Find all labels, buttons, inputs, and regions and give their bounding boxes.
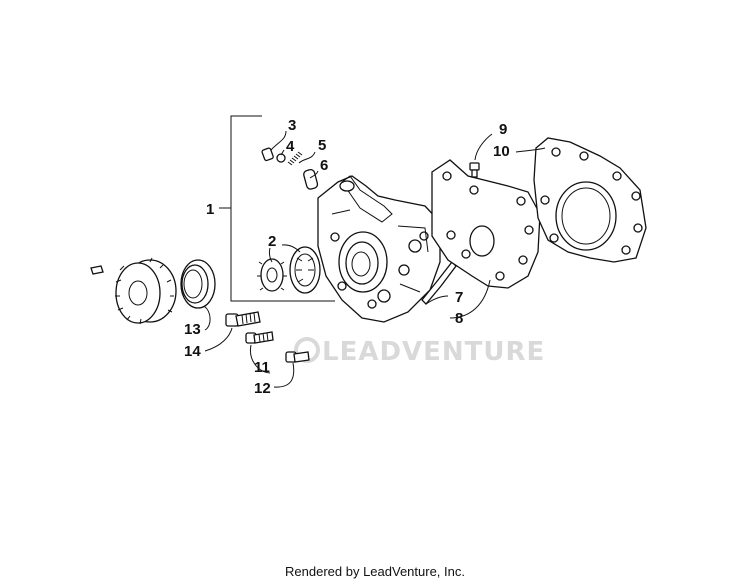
- cover-plate-part: [533, 137, 647, 263]
- callout-4: 4: [286, 138, 295, 155]
- key-part: [90, 265, 104, 275]
- callout-1: 1: [206, 201, 214, 218]
- oil-seal-part: [180, 259, 216, 309]
- callout-13: 13: [184, 321, 201, 338]
- callout-3: 3: [288, 117, 296, 134]
- callout-9: 9: [499, 121, 507, 138]
- bolt-part-11: [245, 331, 274, 344]
- watermark-text: LEADVENTURE: [322, 337, 545, 367]
- render-credit: Rendered by LeadVenture, Inc.: [285, 564, 465, 579]
- drive-gear-part: [115, 257, 177, 325]
- bolt-part-14: [225, 311, 261, 327]
- callout-7: 7: [455, 289, 463, 306]
- callout-12: 12: [254, 380, 271, 397]
- bolt-part-12: [285, 351, 310, 363]
- oil-pump-body-part: [317, 175, 441, 323]
- callout-10: 10: [493, 143, 510, 160]
- gasket-part: [431, 159, 541, 289]
- callout-5: 5: [318, 137, 326, 154]
- callout-6: 6: [320, 157, 328, 174]
- callout-11: 11: [254, 359, 270, 376]
- callout-14: 14: [184, 343, 201, 360]
- callout-8: 8: [455, 310, 463, 327]
- assembly-bracket: [219, 115, 335, 302]
- callout-2: 2: [268, 233, 276, 250]
- relief-valve-parts: [261, 147, 319, 190]
- screw-part-9: [469, 162, 480, 178]
- inner-rotor-part: [257, 258, 287, 292]
- leader-lines: [203, 130, 546, 388]
- outer-rotor-part: [289, 246, 321, 294]
- watermark: LEADVENTURE: [294, 337, 545, 367]
